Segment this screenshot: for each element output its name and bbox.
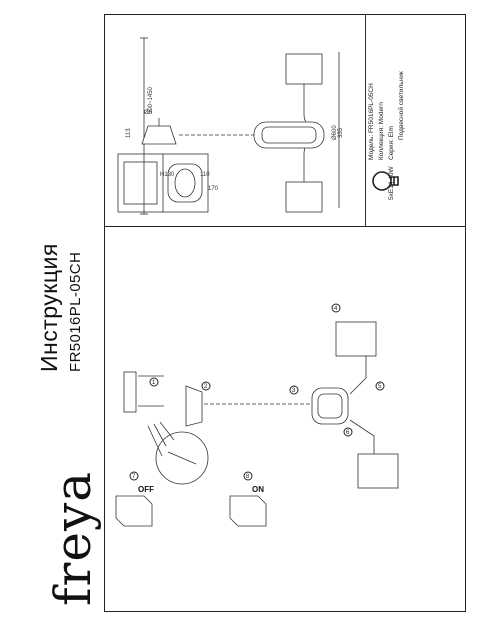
- detail-magnifier: [155, 431, 209, 485]
- assembly-body: [311, 387, 349, 425]
- lamp-body: [253, 121, 325, 149]
- box-label-1: H130: [160, 172, 175, 178]
- box-label-3: 170: [208, 186, 219, 192]
- info-column-divider: [365, 14, 366, 226]
- arm-top: [303, 84, 319, 127]
- collection-label: Коллекция:: [378, 126, 385, 160]
- step-2: 2: [204, 384, 208, 390]
- step-5: 5: [378, 384, 382, 390]
- ceiling-plate: [123, 371, 137, 413]
- shade-bottom: [285, 181, 323, 213]
- assembly-shade-top: [335, 321, 377, 357]
- series-label: Серия:: [388, 139, 395, 160]
- assembly-arm-top: [349, 356, 367, 395]
- switch-on-label: ON: [252, 485, 264, 494]
- box-label-2: 110: [200, 172, 210, 178]
- overall-height-label: 500~1450: [148, 86, 154, 114]
- switch-on-box: [229, 495, 267, 527]
- step-1: 1: [152, 380, 156, 386]
- collection-value: Modern: [378, 102, 385, 125]
- width-label: 335: [338, 127, 344, 138]
- model-number: FR5016PL-05CH: [67, 251, 84, 372]
- canopy-height-label: 113: [126, 128, 132, 138]
- step-6: 6: [346, 430, 350, 436]
- assembly-shade-bottom: [357, 453, 399, 489]
- assembly-arm-bottom: [349, 419, 375, 454]
- step-7: 7: [132, 474, 136, 480]
- body-diameter-label: Ø600: [332, 125, 338, 140]
- model-value: FR5016PL-05CH: [368, 83, 375, 134]
- shade-top: [285, 53, 323, 85]
- canopy: [141, 125, 177, 145]
- switch-off-label: OFF: [138, 485, 154, 494]
- section-divider: [104, 226, 466, 227]
- assembly-canopy: [185, 385, 203, 427]
- step-3: 3: [292, 388, 296, 394]
- type-value: Подвесной светильник: [398, 71, 405, 140]
- step-8: 8: [246, 474, 250, 480]
- switch-off-box: [115, 495, 153, 527]
- wires: [147, 421, 175, 457]
- canopy-width-label: Ø0: [144, 110, 153, 116]
- content-frame: [104, 14, 466, 612]
- series-value: Elm: [388, 126, 395, 138]
- page-title: Инструкция: [36, 243, 62, 372]
- step-4: 4: [334, 306, 338, 312]
- dimension-drawing: 500~1450 Ø0 113 Ø600 335 H130 110 170: [117, 37, 344, 215]
- assembly-drawing: OFF ON 1 2 3 4 5 6 7 8: [115, 303, 399, 527]
- brand-logo: freya: [44, 470, 102, 606]
- model-label: Модель:: [368, 134, 375, 160]
- bulb-icon: [372, 171, 399, 191]
